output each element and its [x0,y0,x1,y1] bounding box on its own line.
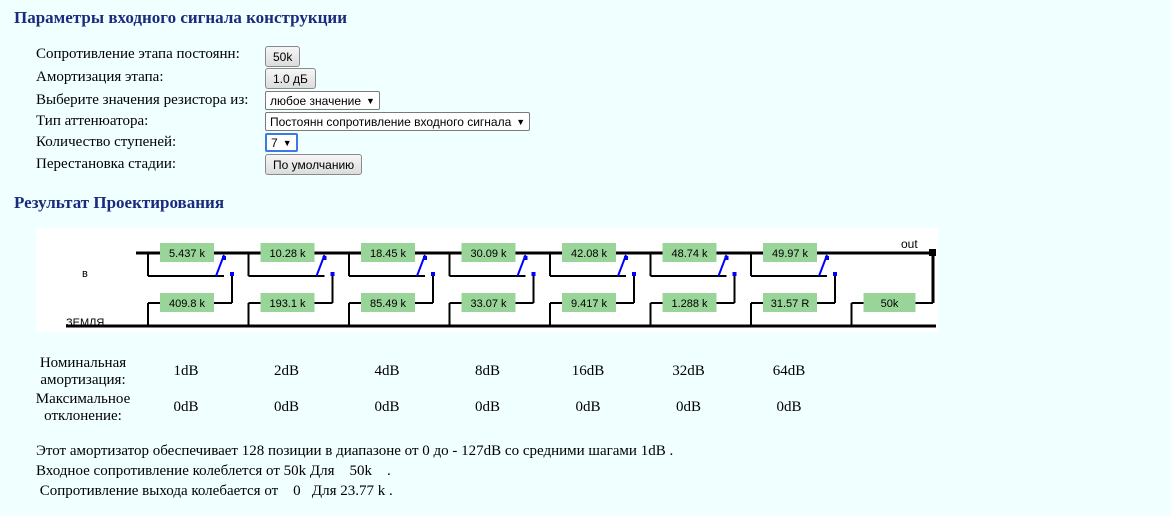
param-label-stage-permutation: Перестановка стадии: [36,156,177,172]
shunt-resistor-value: 31.57 R [771,298,810,310]
series-resistor [662,243,717,262]
shunt-resistor [361,293,415,312]
stage-attenuation-button[interactable]: 1.0 дБ [265,68,316,89]
shunt-resistor [562,293,616,312]
shunt-resistor-value: 1.288 k [671,298,708,310]
series-resistor [260,243,315,262]
max-deviation-cell: 0dB [374,399,400,415]
nominal-attenuation-cell: 16dB [571,363,605,379]
shunt-resistor-value: 9.417 k [571,298,608,310]
load-resistor [863,293,916,312]
max-deviation-cell: 0dB [273,399,299,415]
nominal-attenuation-cell: 64dB [772,363,806,379]
max-deviation-cell: 0dB [776,399,802,415]
shunt-resistor [461,293,516,312]
attenuator-type-selected: Постоянн сопротивление входного сигнала [270,114,512,129]
dropdown-arrow-icon: ▼ [282,137,292,148]
shunt-resistor [160,293,214,312]
switch-contact [322,256,327,260]
stage-count-selected: 7 [271,135,278,150]
dropdown-arrow-icon: ▼ [366,95,375,106]
shunt-resistor [662,293,717,312]
param-label-resistor-values: Выберите значения резистора из: [36,92,249,108]
max-deviation-label: Максимальное отклонение: [35,391,131,424]
section-title-design-result: Результат Проектирования [14,193,225,212]
shunt-resistor-value: 85.49 k [370,298,407,310]
nominal-attenuation-label: Номинальная амортизация: [39,355,127,388]
shunt-resistor [260,293,315,312]
shunt-resistor-value: 33.07 k [470,298,507,310]
nominal-attenuation-cell: 1dB [173,363,199,379]
switch-contact [624,256,628,260]
param-label-stage-resistance: Сопротивление этапа постоянн: [36,46,240,62]
resistor-values-select[interactable]: любое значение ▼ [265,91,380,110]
input-label: в [82,268,88,280]
switch-contact [423,256,427,260]
series-resistor-value: 10.28 k [269,248,306,260]
switch-contact [825,256,829,260]
series-resistor-value: 30.09 k [470,248,507,260]
param-label-stage-count: Количество ступеней: [36,134,177,150]
schematic-parts: 5.437 k 409.8 k 10.28 k 193.1 k 18.45 k 85.49… [160,243,936,312]
nominal-attenuation-cell: 8dB [474,363,500,379]
switch-contact [732,272,737,276]
max-deviation-cell: 0dB [173,399,199,415]
series-resistor [461,243,516,262]
nominal-attenuation-cell: 32dB [672,363,705,379]
switch-contact [724,256,729,260]
max-deviation-cell: 0dB [575,399,601,415]
switch-contact [833,272,837,276]
nominal-attenuation-cell: 4dB [374,363,400,379]
shunt-resistor-value: 409.8 k [169,298,206,310]
summary-positions: Этот амортизатор обеспечивает 128 позици… [36,443,674,459]
series-resistor-value: 18.45 k [370,248,407,260]
switch-contact [431,272,435,276]
output-label: out [901,237,918,251]
output-terminal [929,249,936,256]
switch-contact [531,272,536,276]
switch-contact [523,256,528,260]
ground-label: ЗЕМЛЯ [66,317,104,329]
summary-output-impedance: Сопротивление выхода колебается от 0 Для… [36,483,393,499]
series-resistor-value: 48.74 k [671,248,708,260]
shunt-resistor-value: 193.1 k [269,298,306,310]
series-resistor [562,243,616,262]
param-label-attenuator-type: Тип аттенюатора: [36,113,149,129]
max-deviation-cell: 0dB [474,399,500,415]
series-resistor [160,243,214,262]
switch-contact [222,256,226,260]
series-resistor [361,243,415,262]
series-resistor-value: 5.437 k [169,248,206,260]
shunt-resistor [763,293,817,312]
load-resistor-value: 50k [881,298,899,310]
param-label-stage-attenuation: Амортизация этапа: [36,69,164,85]
switch-contact [330,272,335,276]
dropdown-arrow-icon: ▼ [516,116,526,127]
stage-resistance-button[interactable]: 50k [265,46,301,67]
switch-contact [230,272,234,276]
stage-permutation-button[interactable]: По умолчанию [265,154,363,175]
attenuator-type-select[interactable]: Постоянн сопротивление входного сигнала … [265,112,531,131]
section-title-input-params: Параметры входного сигнала конструкции [14,8,347,27]
switch-contact [632,272,636,276]
series-resistor-value: 42.08 k [571,248,608,260]
attenuator-schematic: 5.437 k 409.8 k 10.28 k 193.1 k 18.45 k 85.49… [36,228,938,332]
nominal-attenuation-cell: 2dB [273,363,299,379]
series-resistor-value: 49.97 k [772,248,809,260]
summary-input-impedance: Входное сопротивление колеблется от 50k … [36,463,391,479]
series-resistor [763,243,817,262]
max-deviation-cell: 0dB [675,399,701,415]
resistor-values-selected: любое значение [270,93,362,108]
stage-count-select[interactable]: 7 ▼ [265,133,298,152]
